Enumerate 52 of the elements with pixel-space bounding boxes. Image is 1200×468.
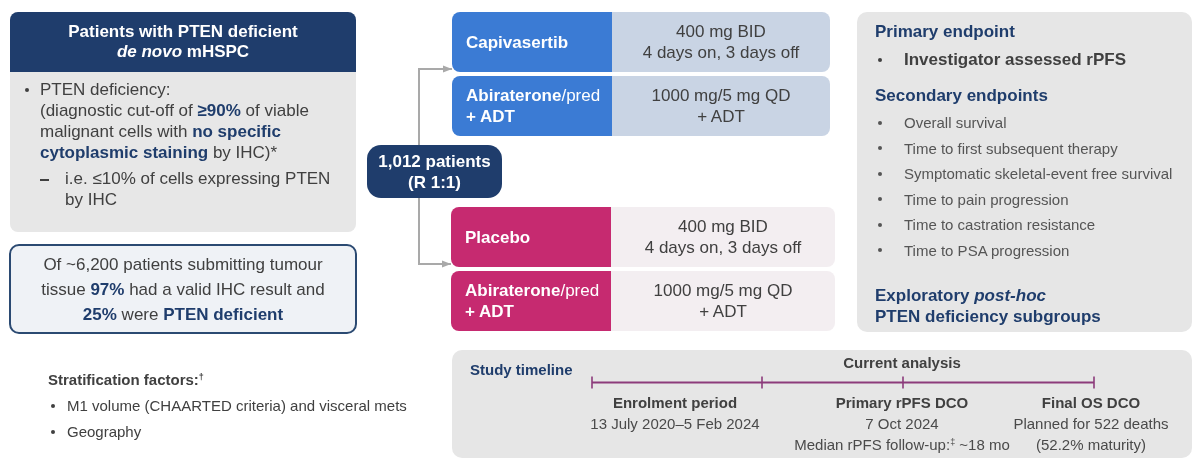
section-heading: Primary endpoint	[875, 21, 1015, 43]
arm-label: Abiraterone/pred + ADT	[466, 85, 602, 127]
milestone-detail: (52.2% maturity)	[1036, 436, 1146, 454]
milestone-detail: Planned for 522 deaths	[1013, 415, 1169, 433]
section-heading: Exploratory post-hoc	[875, 285, 1046, 306]
bullet-text: M1 volume (CHAARTED criteria) and visceral mets	[51, 393, 407, 419]
section-heading: Secondary endpoints	[875, 85, 1048, 107]
milestone-title: Enrolment period	[612, 394, 738, 412]
arm-label: Abiraterone/pred + ADT	[465, 280, 601, 322]
connector-arrow	[418, 197, 452, 268]
timeline-heading: Study timeline	[470, 361, 573, 379]
milestone-detail: Median rPFS follow-up:$^{‡}$ ~18 mo	[794, 436, 1010, 454]
treatment-arm-row	[451, 207, 835, 267]
milestone-detail: 7 Oct 2024	[865, 415, 939, 433]
randomisation-text: 1,012 patients (R 1:1)	[377, 150, 492, 193]
panel-heading: Patients with PTEN deficient de novo mHSPC	[67, 22, 299, 62]
milestone-detail: 13 July 2020–5 Feb 2024	[590, 415, 760, 433]
section-heading: Stratification factors:$^{†}$	[48, 371, 204, 389]
dose-text: 4 days on, 3 days off	[642, 42, 800, 63]
arm-label: Placebo	[465, 226, 531, 248]
bullet-text: Geography	[51, 419, 142, 445]
milestone-title: Final OS DCO	[1041, 394, 1141, 412]
section-heading: PTEN deficiency subgroups	[875, 306, 1101, 327]
bullet-text: PTEN deficiency:	[25, 79, 356, 100]
timeline-panel	[452, 350, 1192, 458]
treatment-arm-row	[451, 271, 835, 331]
dose-text: 4 days on, 3 days off	[644, 237, 802, 258]
connector-arrow	[418, 65, 453, 146]
dose-text: + ADT	[699, 301, 747, 322]
treatment-arm-row	[452, 76, 830, 136]
eligibility-panel	[10, 12, 356, 232]
bullet-text: Overall survival	[878, 110, 1007, 136]
bullet-text: Investigator assessed rPFS	[878, 49, 1127, 71]
dose-text: + ADT	[697, 106, 745, 127]
summary-box	[9, 244, 357, 334]
dose-text: 400 mg BID	[678, 216, 768, 237]
bullet-text: Time to PSA progression	[878, 237, 1070, 263]
treatment-arm-row	[452, 12, 830, 72]
dose-text: 400 mg BID	[676, 21, 766, 42]
sub-bullet-text: i.e. ≤10% of cells expressing PTEN by IHC	[40, 168, 340, 210]
bullet-text: Time to first subsequent therapy	[878, 135, 1118, 161]
dose-text: 1000 mg/5 mg QD	[651, 85, 791, 106]
arm-label: Capivasertib	[466, 31, 569, 53]
randomisation-box	[367, 145, 502, 198]
milestone-title: Primary rPFS DCO	[835, 394, 969, 412]
bullet-text: Time to pain progression	[878, 186, 1069, 212]
milestone-title: Current analysis	[843, 354, 961, 372]
summary-text: Of ~6,200 patients submitting tumour tissue 97% had a valid IHC result and 25% were PTEN deficient	[40, 253, 326, 326]
endpoints-panel	[857, 12, 1192, 332]
dose-text: 1000 mg/5 mg QD	[653, 280, 793, 301]
bullet-text: Symptomatic skeletal-event free survival	[878, 161, 1173, 187]
bullet-text: Time to castration resistance	[878, 212, 1096, 238]
